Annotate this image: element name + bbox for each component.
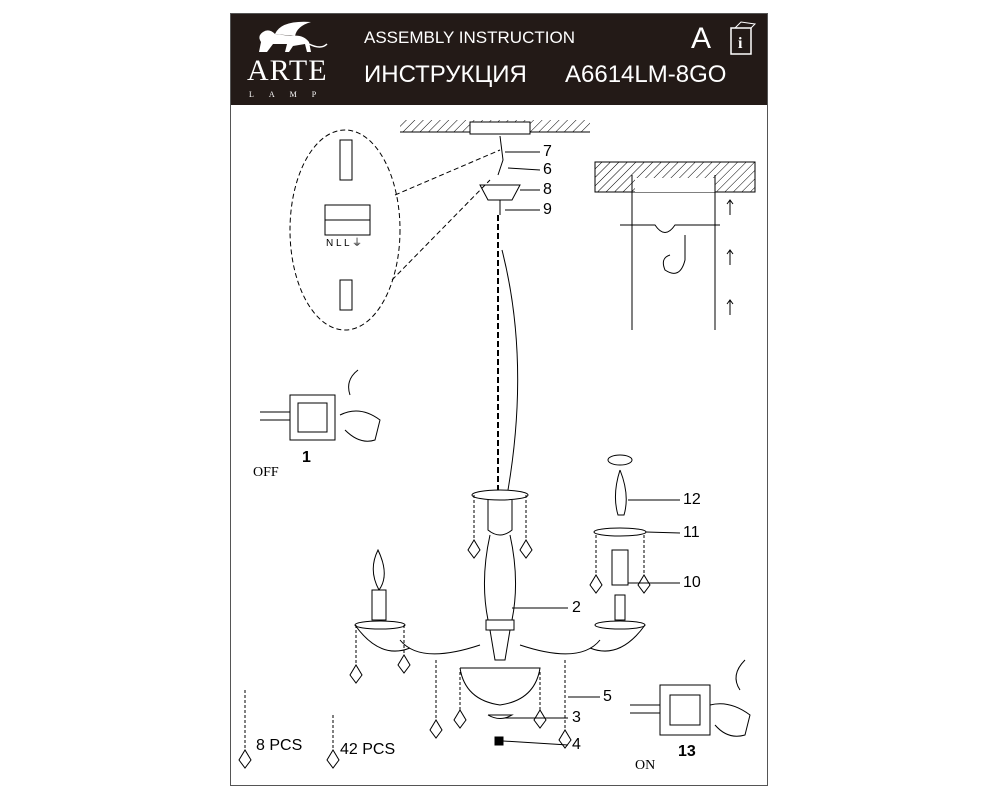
callout-4: 4 xyxy=(572,736,581,753)
brand-logo-text: ARTE xyxy=(247,54,328,87)
leader-lines xyxy=(502,151,681,746)
callout-7: 7 xyxy=(543,143,552,160)
instruction-sheet xyxy=(230,13,768,786)
switch-on-icon xyxy=(630,659,751,737)
title-english: ASSEMBLY INSTRUCTION xyxy=(364,28,575,47)
manual-info-icon: i xyxy=(730,21,757,55)
svg-text:N L L ⏚: N L L ⏚ xyxy=(326,237,362,249)
callout-5: 5 xyxy=(603,688,612,705)
model-number: A6614LM-8GO xyxy=(565,61,727,88)
griffin-logo-icon xyxy=(259,21,328,52)
callout-8: 8 xyxy=(543,181,552,198)
brand-logo-subtext: LAMP xyxy=(249,90,332,99)
callout-3: 3 xyxy=(572,709,581,726)
callout-10: 10 xyxy=(683,574,701,591)
switch-off-icon xyxy=(260,369,381,442)
crystal-long-qty: 8 PCS xyxy=(256,737,303,754)
svg-text:i: i xyxy=(738,35,743,52)
step-off-label: OFF xyxy=(253,465,279,480)
chandelier-icon xyxy=(238,135,651,769)
callout-12: 12 xyxy=(683,491,701,508)
hook-mount-icon xyxy=(594,161,756,330)
crystal-short-qty: 42 PCS xyxy=(340,741,396,758)
step-on-label: ON xyxy=(635,758,656,773)
callout-11: 11 xyxy=(683,524,700,541)
step-off-number: 1 xyxy=(302,449,311,466)
header-bar: ARTE LAMP ASSEMBLY INSTRUCTION ИНСТРУКЦИ… xyxy=(231,14,767,105)
callout-6: 6 xyxy=(543,161,552,178)
callout-2: 2 xyxy=(572,599,581,616)
ceiling-icon xyxy=(400,120,590,135)
step-on-number: 13 xyxy=(678,743,696,760)
language-letter: A xyxy=(691,22,712,55)
wiring-detail-icon: N L L ⏚ xyxy=(289,129,501,331)
callout-9: 9 xyxy=(543,201,552,218)
title-russian: ИНСТРУКЦИЯ xyxy=(364,61,527,88)
